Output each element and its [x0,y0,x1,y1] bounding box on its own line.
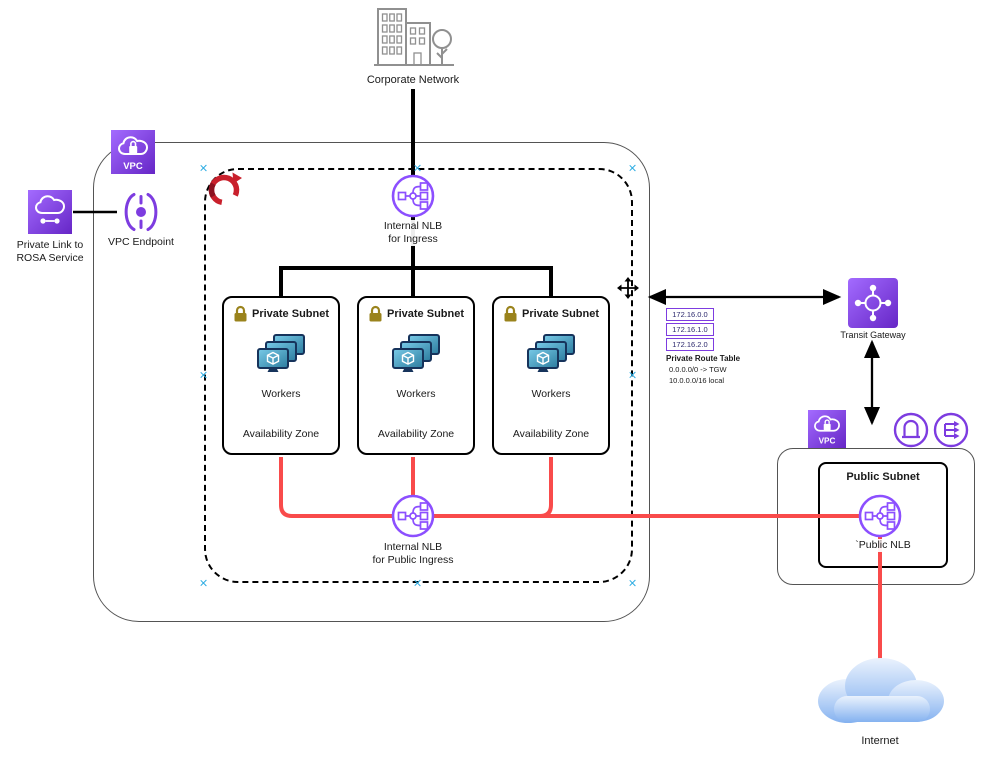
vpc-endpoint-label: VPC Endpoint [108,236,174,248]
private-subnet-title: Private Subnet [251,308,330,320]
public-nlb-icon[interactable] [858,494,902,538]
private-subnet-header: Private Subnet [224,305,338,323]
internal-nlb-ingress-label: Internal NLB for Ingress [381,220,445,246]
openshift-logo-icon[interactable] [204,170,244,210]
vpc-boundary-box[interactable] [93,142,650,622]
route-table-entry[interactable]: 172.16.0.0 [666,308,714,321]
private-subnet-box-1[interactable]: Private Subnet Workers Availability Zone [222,296,340,455]
move-cursor-icon [617,277,639,299]
selection-handle[interactable] [629,164,637,172]
private-link-label: Private Link to ROSA Service [16,239,84,264]
lock-icon [368,305,383,323]
availability-zone-label: Availability Zone [242,428,320,440]
corporate-network-icon[interactable] [370,6,458,70]
vpc-endpoint-icon[interactable] [118,189,164,235]
lock-icon [503,305,518,323]
workers-label: Workers [396,388,436,400]
route-table-entry[interactable]: 172.16.1.0 [666,323,714,336]
workers-label: Workers [531,388,571,400]
private-subnet-box-3[interactable]: Private Subnet Workers Availability Zone [492,296,610,455]
public-subnet-title: Public Subnet [846,471,920,483]
route-table-entry[interactable]: 172.16.2.0 [666,338,714,351]
corporate-network-label: Corporate Network [366,74,460,86]
private-route-table: 172.16.0.0 172.16.1.0 172.16.2.0 Private… [666,308,776,385]
selection-handle[interactable] [629,371,637,379]
vpc-icon[interactable]: VPC [111,130,155,174]
workers-icon[interactable] [391,334,441,376]
selection-handle[interactable] [629,579,637,587]
internet-label: Internet [861,735,899,747]
selection-handle[interactable] [414,164,422,172]
workers-label: Workers [261,388,301,400]
private-subnet-header: Private Subnet [359,305,473,323]
availability-zone-label: Availability Zone [377,428,455,440]
route-table-title: Private Route Table [666,354,741,363]
transit-gateway-label: Transit Gateway [840,330,906,340]
selection-handle[interactable] [200,579,208,587]
private-subnet-title: Private Subnet [386,308,465,320]
lock-icon [233,305,248,323]
internal-nlb-public-ingress-icon[interactable] [391,494,435,538]
private-subnet-box-2[interactable]: Private Subnet Workers Availability Zone [357,296,475,455]
public-vpc-icon[interactable]: VPC [808,410,846,448]
internet-cloud-icon[interactable] [806,646,956,731]
internal-nlb-ingress-icon[interactable] [391,174,435,218]
private-subnet-header: Private Subnet [494,305,608,323]
transit-gateway-icon[interactable] [848,278,898,328]
private-subnet-title: Private Subnet [521,308,600,320]
workers-icon[interactable] [526,334,576,376]
selection-handle[interactable] [414,579,422,587]
public-nlb-label: `Public NLB [853,539,913,552]
private-link-icon[interactable] [28,190,72,234]
internet-gateway-icon[interactable] [893,412,929,448]
selection-handle[interactable] [200,371,208,379]
internal-nlb-public-ingress-label: Internal NLB for Public Ingress [372,541,454,566]
route-table-route: 0.0.0.0/0 -> TGW [669,365,727,374]
availability-zone-label: Availability Zone [512,428,590,440]
route-table-route: 10.0.0.0/16 local [669,376,725,385]
selection-handle[interactable] [200,164,208,172]
vpc-badge: VPC [819,437,836,446]
vpc-badge: VPC [123,161,143,172]
workers-icon[interactable] [256,334,306,376]
router-gateway-icon[interactable] [933,412,969,448]
